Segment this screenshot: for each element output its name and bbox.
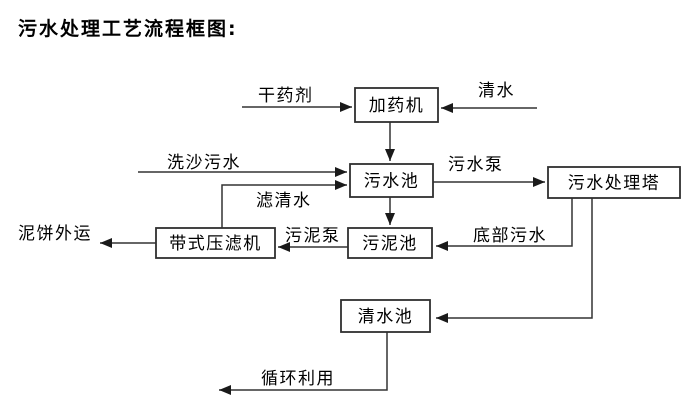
- edge-label-sand-washing-sewage: 洗沙污水: [167, 153, 241, 173]
- node-sludge-pool: 污泥池: [347, 227, 433, 259]
- node-clean-water-pool: 清水池: [340, 299, 431, 333]
- edge-recycle: [219, 332, 388, 395]
- edge-label-sludge-pump: 污泥泵: [285, 226, 341, 246]
- node-belt-filter-press: 带式压滤机: [155, 227, 276, 259]
- node-label-sewage-treatment-tower: 污水处理塔: [568, 174, 661, 194]
- edge-bottom-sewage: [436, 198, 573, 251]
- node-box-dosing-machine: [354, 87, 439, 123]
- node-label-dosing-machine: 加药机: [369, 96, 425, 116]
- node-label-belt-filter-press: 带式压滤机: [169, 234, 262, 254]
- node-sewage-treatment-tower: 污水处理塔: [547, 166, 681, 199]
- node-box-clean-water-pool: [340, 299, 431, 333]
- page-title: 污水处理工艺流程框图:: [18, 18, 238, 40]
- node-box-sludge-pool: [347, 227, 433, 259]
- edge-label-clean-water-in: 清水: [478, 81, 515, 101]
- node-dosing-machine: 加药机: [354, 87, 439, 123]
- node-box-belt-filter-press: [155, 227, 276, 259]
- edge-label-recycle: 循环利用: [261, 369, 335, 389]
- edge-filtered-water: [221, 180, 347, 228]
- edge-label-bottom-sewage: 底部污水: [473, 226, 547, 246]
- node-label-sludge-pool: 污泥池: [362, 234, 418, 254]
- node-label-sewage-pool: 污水池: [364, 172, 420, 192]
- edge-tower-to-clean-water-pool: [436, 198, 593, 323]
- node-box-sewage-pool: [349, 163, 434, 198]
- edge-label-dry-agent: 干药剂: [258, 86, 314, 106]
- edge-label-filtered-water: 滤清水: [256, 191, 312, 211]
- edge-label-mud-cake-out: 泥饼外运: [18, 224, 92, 244]
- node-label-clean-water-pool: 清水池: [358, 307, 414, 327]
- node-sewage-pool: 污水池: [349, 163, 434, 198]
- node-box-sewage-treatment-tower: [547, 166, 681, 199]
- edge-label-sewage-pump: 污水泵: [448, 155, 504, 175]
